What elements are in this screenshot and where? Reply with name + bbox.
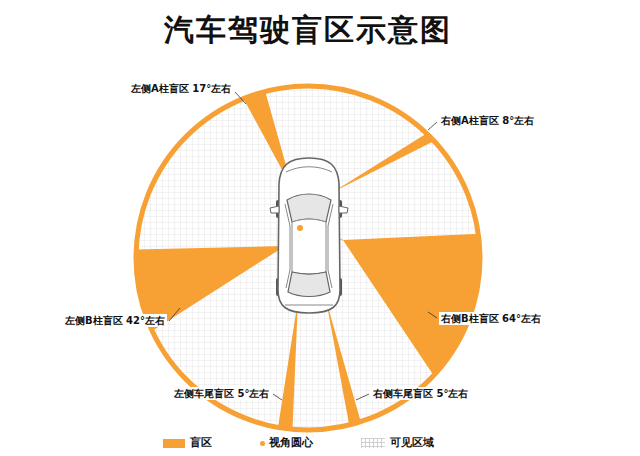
- zone-label: 右侧B柱盲区 64°左右: [439, 312, 543, 325]
- zone-label: 右侧车尾盲区 5°左右: [371, 387, 470, 400]
- right-rear-wedge: [326, 300, 366, 440]
- range-circle: [136, 86, 480, 430]
- zone-label: 左侧B柱盲区 42°左右: [63, 314, 167, 327]
- car-top-view: [270, 158, 348, 313]
- legend-text: 可见区域: [390, 436, 434, 450]
- leader-lines: [169, 92, 437, 400]
- zone-label: 右侧A柱盲区 8°左右: [439, 114, 536, 127]
- legend-grid: [361, 438, 385, 448]
- right-a-pillar-wedge: [333, 120, 452, 192]
- zone-label: 左侧车尾盲区 5°左右: [172, 387, 271, 400]
- legend-text: 视角圆心: [269, 436, 313, 450]
- legend-dot: [260, 441, 265, 446]
- view-center-dot: [297, 225, 303, 231]
- legend-swatch: [163, 439, 185, 448]
- zone-label: 左侧A柱盲区 17°左右: [129, 82, 233, 95]
- diagram-title: 汽车驾驶盲区示意图: [164, 10, 452, 51]
- legend-text: 盲区: [190, 436, 212, 450]
- left-rear-wedge: [276, 300, 298, 440]
